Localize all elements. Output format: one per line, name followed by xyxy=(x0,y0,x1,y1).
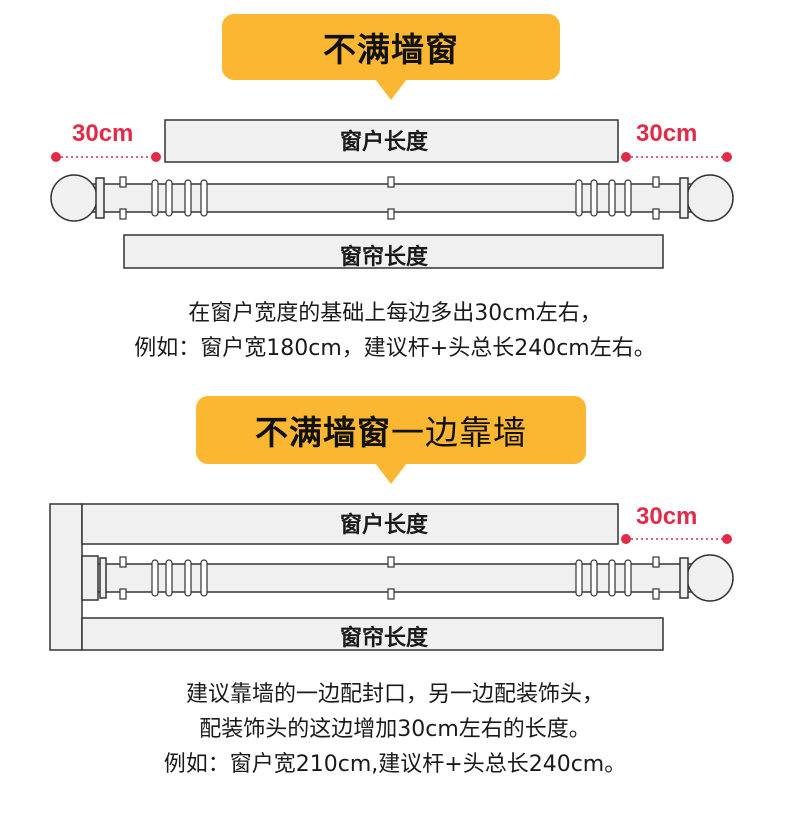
section1-left-margin-label: 30cm xyxy=(72,120,134,147)
section2-title-bold: 不满墙窗 xyxy=(255,413,391,452)
section2-desc-line3: 例如：窗户宽210cm,建议杆+头总长240cm。 xyxy=(163,752,627,777)
section1-desc-line2: 例如：窗户宽180cm，建议杆+头总长240cm左右。 xyxy=(134,336,656,361)
right-dimension-line xyxy=(621,534,732,544)
right-dimension-line xyxy=(621,152,732,162)
section2-diagram xyxy=(49,503,734,651)
section2-curtain-label: 窗帘长度 xyxy=(340,626,429,651)
section1-window-label: 窗户长度 xyxy=(340,130,429,155)
curtain-rod xyxy=(50,174,734,222)
section1-diagram xyxy=(50,119,734,269)
left-dimension-line xyxy=(51,152,161,162)
window-length-box xyxy=(81,503,619,545)
callout-pointer xyxy=(375,463,407,484)
section2-desc-line1: 建议靠墙的一边配封口，另一边配装饰头， xyxy=(185,682,604,707)
section2-window-label: 窗户长度 xyxy=(340,513,429,538)
section2-title-light: 一边靠墙 xyxy=(391,413,527,452)
section1-description: 在窗户宽度的基础上每边多出30cm左右， 例如：窗户宽180cm，建议杆+头总长… xyxy=(0,296,790,366)
wall xyxy=(49,503,83,651)
section1-curtain-label: 窗帘长度 xyxy=(340,245,429,270)
section2-title-callout: 不满墙窗一边靠墙 xyxy=(196,396,586,484)
curtain-length-box xyxy=(123,234,664,269)
section1-title: 不满墙窗 xyxy=(323,30,459,69)
curtain-rod xyxy=(81,554,734,602)
section1-right-margin-label: 30cm xyxy=(636,120,698,147)
curtain-length-box xyxy=(81,617,664,651)
section2-desc-line2: 配装饰头的这边增加30cm左右的长度。 xyxy=(199,717,591,742)
callout-pointer xyxy=(375,79,407,100)
window-length-box xyxy=(164,119,619,163)
section1-title-callout: 不满墙窗 xyxy=(222,14,560,100)
section2-description: 建议靠墙的一边配封口，另一边配装饰头， 配装饰头的这边增加30cm左右的长度。 … xyxy=(0,677,790,782)
section2-right-margin-label: 30cm xyxy=(636,503,698,530)
end-cap xyxy=(81,555,99,601)
section1-desc-line1: 在窗户宽度的基础上每边多出30cm左右， xyxy=(188,301,602,326)
